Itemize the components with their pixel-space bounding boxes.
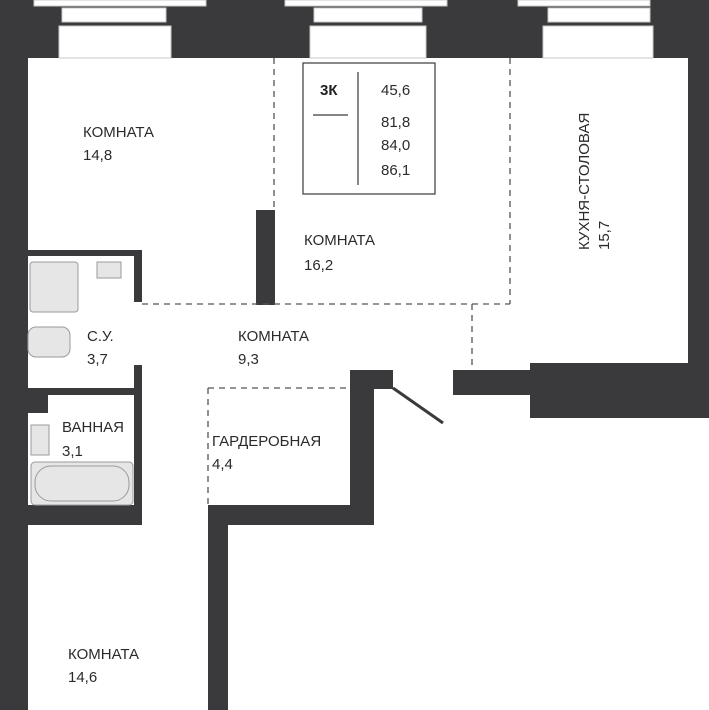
area-value: 45,6 <box>381 82 410 99</box>
sink-icon <box>30 424 50 456</box>
room-area: 3,1 <box>62 443 83 460</box>
room-name: КОМНАТА <box>83 124 154 141</box>
door-leaf <box>392 386 444 425</box>
area-value: 84,0 <box>381 137 410 154</box>
apartment-type: 3К <box>320 82 338 99</box>
zone-boundaries <box>142 58 511 505</box>
room-area: 3,7 <box>87 351 108 368</box>
room-name: КОМНАТА <box>304 232 375 249</box>
room-area: 4,4 <box>212 456 233 473</box>
room-name: ГАРДЕРОБНАЯ <box>212 433 321 450</box>
room-name: ВАННАЯ <box>62 419 124 436</box>
room-name: КОМНАТА <box>238 328 309 345</box>
room-area: 16,2 <box>304 257 333 274</box>
room-labels: КОМНАТА 14,8 КОМНАТА 16,2 КУХНЯ-СТОЛОВАЯ… <box>62 113 613 686</box>
room-name: КОМНАТА <box>68 646 139 663</box>
apartment-summary: 3К 45,6 81,8 84,0 86,1 <box>302 62 436 195</box>
sink-icon <box>96 261 122 279</box>
room-name: КУХНЯ-СТОЛОВАЯ <box>576 113 593 250</box>
room-area: 14,8 <box>83 147 112 164</box>
room-area: 15,7 <box>596 221 613 250</box>
room-name: С.У. <box>87 328 114 345</box>
fixtures <box>27 261 134 506</box>
area-value: 81,8 <box>381 114 410 131</box>
room-area: 9,3 <box>238 351 259 368</box>
area-value: 86,1 <box>381 162 410 179</box>
toilet-icon <box>27 326 71 358</box>
windows <box>33 0 654 59</box>
shower-tray-icon <box>29 261 79 313</box>
room-area: 14,6 <box>68 669 97 686</box>
